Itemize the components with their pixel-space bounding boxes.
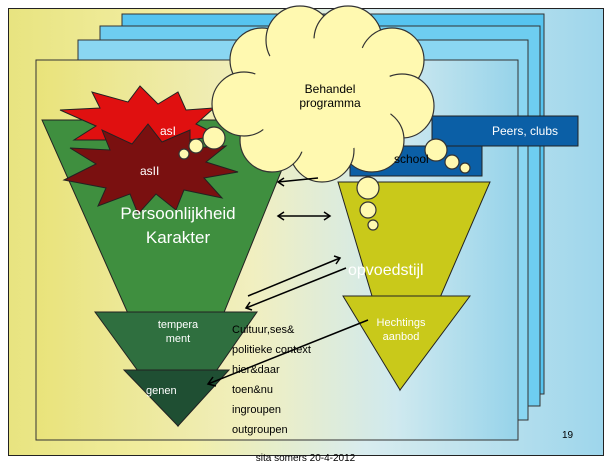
left-bottom-band [122,369,231,427]
slide-footer: sita somers 20-4-2012 [255,453,356,464]
cloud-shape [211,5,435,183]
cloud-label: Behandel programma [299,82,361,110]
dark-star-label: asII [140,164,160,178]
arrows [206,177,369,387]
context-line-2: politieke context [232,344,311,356]
right-title-label: opvoedstijl [348,262,424,279]
context-line-1: Cultuur,ses& [232,324,295,336]
dark-star-shape [62,123,239,215]
cloud-text: Behandel programma [294,82,366,110]
right-bottom-label: Hechtings aanbod [376,317,426,343]
context-line-3: hier&daar [232,364,280,376]
thought-bubbles [178,126,471,231]
context-line-5: ingroupen [232,404,281,416]
left-mid-band [94,311,258,427]
left-title-line1: Persoonlijkheid [120,204,236,223]
left-title-line2: Karakter [145,228,211,247]
peers-box [431,115,579,147]
page-number: 19 [562,430,574,441]
left-bottom-label: genen [146,385,177,397]
right-triangle [337,181,491,392]
red-star-label: asI [160,124,177,138]
right-bottom-triangle [342,295,471,391]
context-line-4: toen&nu [232,384,273,396]
context-line-6: outgroupen [232,424,288,436]
school-label: school [394,152,429,166]
left-mid-label: tempera ment [157,319,199,345]
peers-label: Peers, clubs [492,124,559,138]
